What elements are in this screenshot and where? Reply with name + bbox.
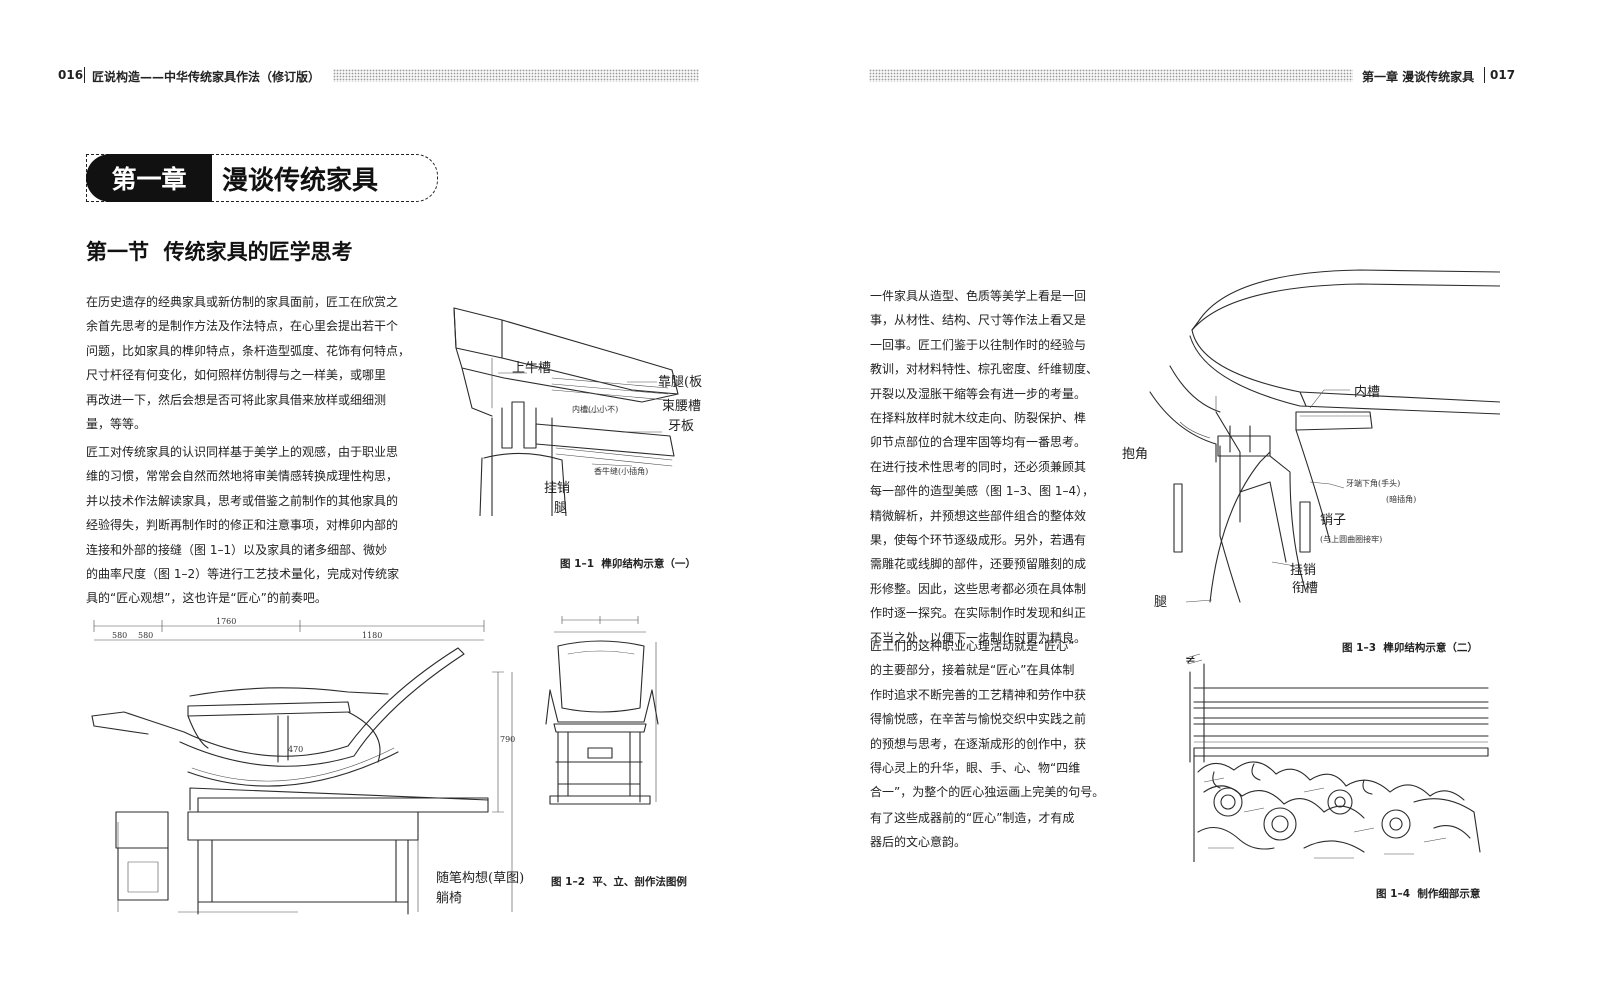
left-running-title: 匠说构造——中华传统家具作法（修订版） [92, 70, 321, 84]
text-line: 维的习惯，常常会自然而然地将审美情感转换成理性构思， [86, 469, 399, 484]
fig1-label: 内槽(小小不) [572, 404, 618, 414]
fig4-label: ≠ [1185, 653, 1196, 668]
fig1-label: 腿 [554, 501, 567, 516]
dimension-label: 580 [112, 631, 127, 640]
text-line: 在择料放样时就木纹走向、防裂保护、榫 [870, 411, 1087, 426]
text-line: 不当之处，以便下一步制作时更为精良。 [870, 630, 1087, 645]
text-line: 需雕花或线脚的部件，还要预留雕刻的成 [870, 557, 1087, 572]
header-pattern-band [869, 69, 1353, 82]
dimension-label: 790 [500, 735, 515, 744]
text-line: 具的“匠心观想”，这也许是“匠心”的前奏吧。 [86, 591, 327, 606]
chapter-label: 第一章 [111, 165, 187, 194]
right-paragraph-3: 有了这些成器前的“匠心”制造，才有成 器后的文心意韵。 [870, 806, 1110, 855]
fig3-label: 牙端下角(手头) [1346, 478, 1400, 488]
fig1-label: 靠腿(板) [658, 375, 702, 390]
left-paragraph-2: 匠工对传统家具的认识同样基于美学上的观感，由于职业思 维的习惯，常常会自然而然地… [86, 440, 416, 611]
fig3-label: 挂销 [1290, 563, 1316, 578]
fig1-label: 挂销 [544, 481, 570, 496]
fig3-label: (与上圆曲圈接牢) [1320, 534, 1382, 544]
fig3-label: 抱角 [1122, 446, 1148, 462]
text-line: 事，从材性、结构、尺寸等作法上看又是 [870, 313, 1087, 328]
figure-1-3-joinery-sketch: 内槽 抱角 牙端下角(手头) (暗插角) 销子 (与上圆曲圈接牢) 挂销 衔槽 … [1122, 269, 1500, 610]
text-line: 经验得失，判断再制作时的修正和注意事项，对榫卯内部的 [86, 518, 399, 533]
text-line: 有了这些成器前的“匠心”制造，才有成 [870, 811, 1075, 825]
chapter-title: 漫谈传统家具 [222, 166, 379, 196]
text-line: 形修整。因此，这些思考都必须在具体制 [870, 581, 1087, 596]
text-line: 得愉悦感，在辛苦与愉悦交织中实践之前 [870, 712, 1087, 727]
cloud-carving [1197, 761, 1481, 853]
text-line: 精微解析，并预想这些部件组合的整体效 [870, 508, 1087, 523]
text-line: 每一部件的造型美感（图 1–3、图 1–4）， [870, 484, 1095, 499]
fig1-label: 牙板 [668, 419, 694, 434]
text-line: 量，等等。 [86, 417, 147, 432]
figure-1-2-chair-elevation [545, 616, 659, 805]
signature-line: 随笔构想(草图) [436, 870, 524, 886]
header-pattern-band [333, 69, 699, 82]
text-line: 卯节点部位的合理牢固等均有一番思考。 [870, 435, 1087, 450]
figure-1-2-drawing: 1760 580 1180 580 790 470 [91, 617, 515, 915]
figure-1-2-caption: 图 1–2 平、立、剖作法图例 [551, 876, 687, 888]
chapter-label-box: 第一章 [86, 154, 212, 202]
dimension-label: 470 [288, 745, 303, 754]
text-line: 一件家具从造型、色质等美学上看是一回 [870, 289, 1087, 303]
figure-1-1-caption: 图 1–1 榫卯结构示意（一） [560, 558, 696, 570]
text-line: 在进行技术性思考的同时，还必须兼顾其 [870, 459, 1087, 474]
fig1-label: 香牛缝(小插角) [594, 466, 648, 476]
figure-1-4-caption: 图 1–4 制作细部示意 [1376, 888, 1481, 900]
dimension-label: 1180 [362, 631, 382, 640]
text-line: 余首先思考的是制作方法及作法特点，在心里会提出若干个 [86, 319, 399, 334]
right-paragraph-2: 匠工们的这种职业心理活动就是“匠心” 的主要部分，接着就是“匠心”在具体制 作时… [870, 634, 1110, 805]
text-line: 匠工对传统家具的认识同样基于美学上的观感，由于职业思 [86, 445, 399, 459]
text-line: 尺寸杆径有何变化，如何照样仿制得与之一样美，或哪里 [86, 368, 387, 383]
text-line: 并以技术作法解读家具，思考或借鉴之前制作的其他家具的 [86, 493, 399, 508]
fig3-label: 腿 [1154, 595, 1167, 610]
figure-1-4-carving-detail: ≠ [1185, 653, 1489, 862]
text-line: 作时追求不断完善的工艺精神和劳作中获 [870, 687, 1087, 702]
text-line: 匠工们的这种职业心理活动就是“匠心” [870, 639, 1075, 653]
figure-1-3-caption: 图 1–3 榫卯结构示意（二） [1342, 642, 1478, 654]
right-paragraph-1: 一件家具从造型、色质等美学上看是一回 事，从材性、结构、尺寸等作法上看又是 一回… [870, 284, 1110, 650]
left-page-number: 016 [58, 68, 84, 82]
text-line: 问题，比如家具的榫卯特点，条杆造型弧度、花饰有何特点， [86, 343, 411, 358]
fig3-label: 内槽 [1354, 384, 1380, 400]
header-divider [84, 67, 85, 83]
text-line: 一回事。匠工们鉴于以往制作时的经验与 [870, 337, 1087, 352]
fig3-label: 销子 [1320, 513, 1346, 528]
left-paragraph-1: 在历史遗存的经典家具或新仿制的家具面前，匠工在欣赏之 余首先思考的是制作方法及作… [86, 290, 416, 436]
text-line: 再改进一下，然后会想是否可将此家具借来放样或细细测 [86, 392, 387, 407]
text-line: 果，使每个环节逐级成形。另外，若遇有 [870, 533, 1087, 548]
text-line: 在历史遗存的经典家具或新仿制的家具面前，匠工在欣赏之 [86, 295, 399, 309]
text-line: 的主要部分，接着就是“匠心”在具体制 [870, 663, 1075, 678]
fig1-label: 上牛槽 [512, 361, 551, 376]
right-running-title: 第一章 漫谈传统家具 [1362, 70, 1475, 84]
figure-1-1-joinery-sketch: 上牛槽 靠腿(板) 内槽(小小不) 束腰槽 牙板 香牛缝(小插角) 挂销 腿 [453, 307, 702, 516]
fig3-label: (暗插角) [1386, 494, 1416, 504]
header-divider [1484, 67, 1485, 83]
text-line: 开裂以及湿胀干缩等会有进一步的考量。 [870, 386, 1087, 401]
text-line: 器后的文心意韵。 [870, 835, 967, 850]
dimension-label: 580 [138, 631, 153, 640]
section-title: 第一节 传统家具的匠学思考 [86, 239, 353, 264]
text-line: 作时逐一探究。在实际制作时发现和纠正 [870, 606, 1087, 621]
text-line: 连接和外部的接缝（图 1–1）以及家具的诸多细部、微妙 [86, 542, 388, 557]
figure-1-2-signature: 随笔构想(草图) 躺椅 [436, 870, 524, 906]
text-line: 的曲率尺度（图 1–2）等进行工艺技术量化，完成对传统家 [86, 567, 400, 582]
text-line: 得心灵上的升华，眼、手、心、物“四维 [870, 761, 1081, 776]
text-line: 的预想与思考，在逐渐成形的创作中，获 [870, 736, 1087, 751]
tick-mark [1185, 653, 1203, 665]
text-line: 合一”，为整个的匠心独运画上完美的句号。 [870, 785, 1105, 800]
right-page-number: 017 [1490, 68, 1516, 82]
dimension-label: 1760 [216, 617, 236, 626]
signature-line: 躺椅 [436, 890, 462, 906]
fig1-label: 束腰槽 [662, 399, 701, 414]
fig3-label: 衔槽 [1292, 581, 1318, 596]
text-line: 教训，对材料特性、棕孔密度、纤维韧度、 [870, 362, 1099, 377]
